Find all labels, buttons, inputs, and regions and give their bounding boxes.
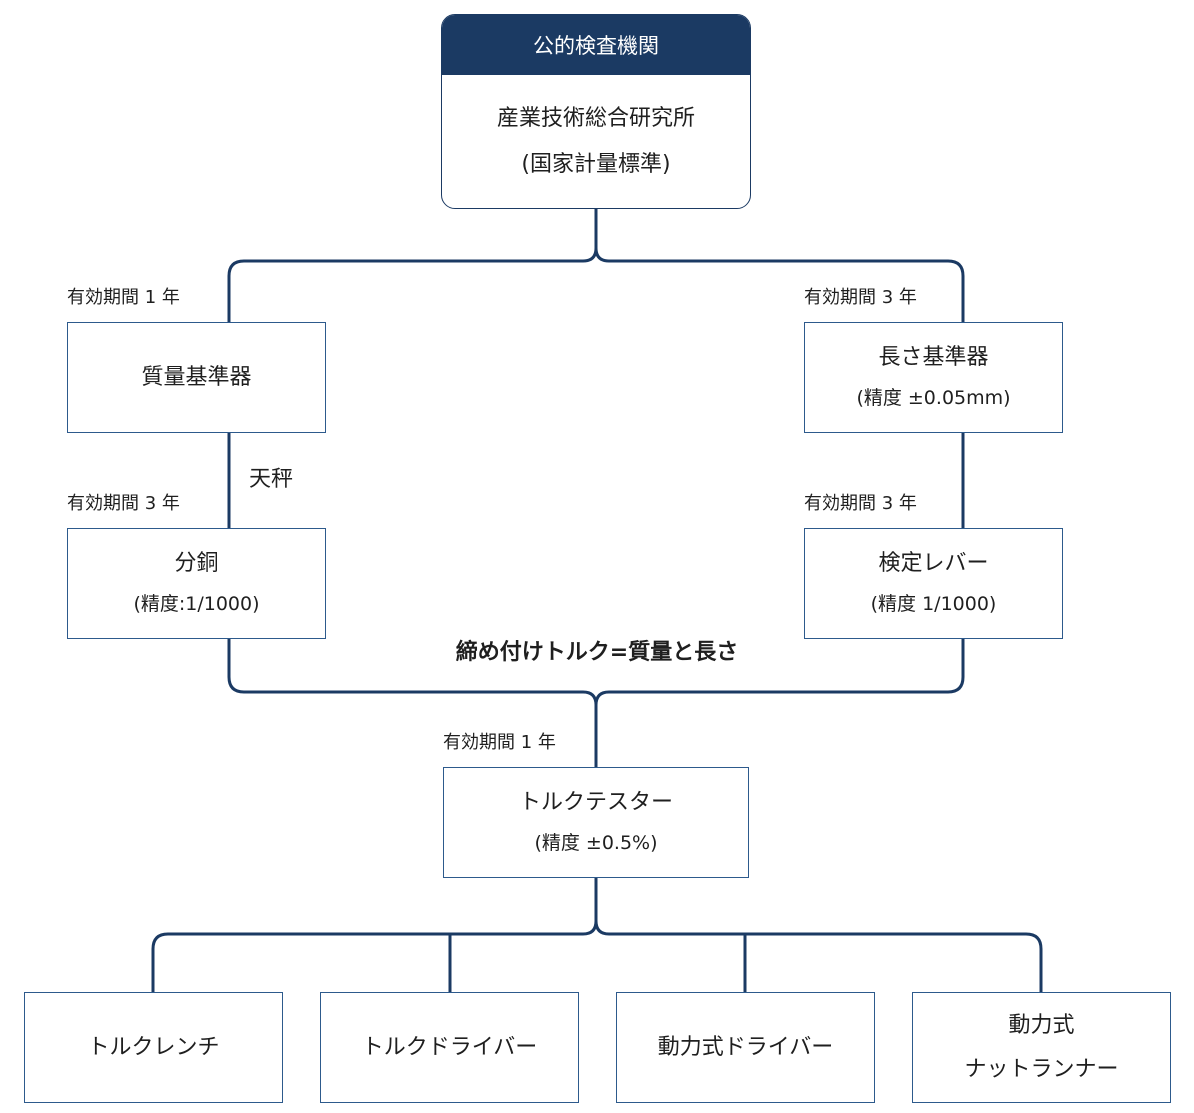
power-driver-box: 動力式ドライバー bbox=[616, 992, 875, 1103]
weight-accuracy: (精度:1/1000) bbox=[133, 592, 260, 615]
agency-header: 公的検査機関 bbox=[442, 15, 750, 75]
agency-standard: (国家計量標準) bbox=[521, 151, 671, 177]
torque-tester-accuracy: (精度 ±0.5%) bbox=[534, 831, 658, 854]
torque-tester-label: トルクテスター bbox=[518, 789, 673, 815]
length-standard-validity: 有効期間 3 年 bbox=[804, 287, 917, 308]
agency-name: 産業技術総合研究所 bbox=[496, 105, 695, 131]
power-nutrunner-label-1: 動力式 bbox=[1008, 1012, 1075, 1038]
mass-standard-validity: 有効期間 1 年 bbox=[67, 287, 180, 308]
calibration-lever-validity: 有効期間 3 年 bbox=[804, 493, 917, 514]
public-inspection-agency-box: 公的検査機関 産業技術総合研究所 (国家計量標準) bbox=[441, 14, 751, 209]
length-standard-box: 長さ基準器 (精度 ±0.05mm) bbox=[804, 322, 1063, 433]
agency-body: 産業技術総合研究所 (国家計量標準) bbox=[442, 75, 750, 208]
length-standard-label: 長さ基準器 bbox=[878, 344, 989, 370]
calibration-lever-accuracy: (精度 1/1000) bbox=[870, 592, 997, 615]
power-driver-label: 動力式ドライバー bbox=[657, 1034, 834, 1060]
calibration-lever-label: 検定レバー bbox=[878, 550, 989, 576]
torque-wrench-box: トルクレンチ bbox=[24, 992, 283, 1103]
bottom-connector bbox=[151, 876, 1043, 994]
torque-tester-box: トルクテスター (精度 ±0.5%) bbox=[443, 767, 749, 878]
torque-driver-label: トルクドライバー bbox=[361, 1034, 538, 1060]
weight-validity: 有効期間 3 年 bbox=[67, 493, 180, 514]
torque-driver-box: トルクドライバー bbox=[320, 992, 579, 1103]
mass-standard-label: 質量基準器 bbox=[141, 364, 252, 390]
torque-wrench-label: トルクレンチ bbox=[87, 1034, 220, 1060]
weight-label: 分銅 bbox=[174, 550, 219, 576]
calibration-lever-box: 検定レバー (精度 1/1000) bbox=[804, 528, 1063, 639]
torque-tester-validity: 有効期間 1 年 bbox=[443, 732, 556, 753]
balance-label: 天秤 bbox=[249, 467, 294, 492]
mass-standard-box: 質量基準器 bbox=[67, 322, 326, 433]
weight-box: 分銅 (精度:1/1000) bbox=[67, 528, 326, 639]
length-standard-accuracy: (精度 ±0.05mm) bbox=[856, 386, 1011, 409]
torque-formula-label: 締め付けトルク=質量と長さ bbox=[455, 640, 739, 665]
power-nutrunner-box: 動力式 ナットランナー bbox=[912, 992, 1171, 1103]
power-nutrunner-label-2: ナットランナー bbox=[964, 1056, 1119, 1082]
